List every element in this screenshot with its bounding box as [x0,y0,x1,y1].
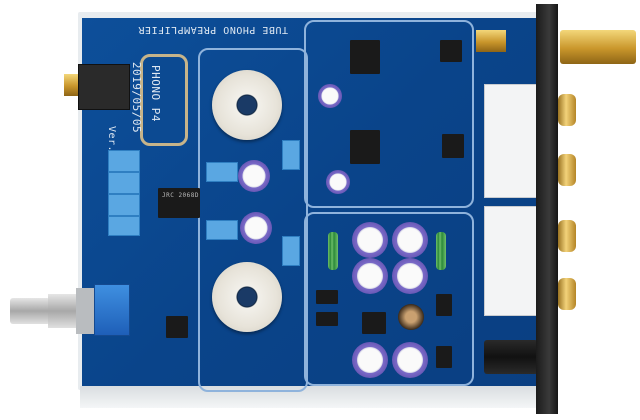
electrolytic-capacitor [240,212,272,244]
pot-bushing [48,294,78,328]
power-capacitor [392,258,428,294]
rca-input-4[interactable] [558,278,576,310]
electrolytic-capacitor [318,84,342,108]
inductor-l3 [436,232,446,270]
model-badge: PHONO P4 2019/05/05 [130,54,188,146]
film-capacitor [108,172,140,194]
film-capacitor [206,220,238,240]
film-capacitor [108,194,140,216]
volume-potentiometer[interactable] [94,284,130,336]
film-capacitor [206,162,238,182]
aux-jack-body [78,64,130,110]
power-ic [362,312,386,334]
tube-socket-v1 [212,262,282,332]
power-capacitor [352,258,388,294]
power-capacitor [352,222,388,258]
smd-diode [316,312,338,326]
film-capacitor [282,140,300,170]
date-label: 2019/05/05 [130,61,144,134]
pot-housing [76,288,94,334]
inductor-l1 [328,232,338,270]
aux-jack-plug [64,74,78,96]
smd-diode [436,294,452,316]
regulator-chip [442,134,464,158]
input-jack-housing-j1 [484,206,538,316]
model-label: PHONO P4 [148,65,162,122]
power-section-outline [304,212,474,386]
rca-input-2[interactable] [558,154,576,186]
opamp-chip [350,130,380,164]
opamp-section-outline [304,20,474,208]
pot-shaft[interactable] [10,298,50,324]
chassis-rim [80,386,540,408]
film-capacitor [282,236,300,266]
input-jack-housing-j3 [484,84,538,198]
chip-marking: JRC 2068D [162,192,200,199]
electrolytic-capacitor [326,170,350,194]
tube-socket-v2 [212,70,282,140]
opamp-chip-jrc2068: JRC 2068D [158,188,200,218]
film-capacitor [108,150,140,172]
gnd-binding-post[interactable] [560,30,636,64]
electrolytic-capacitor [238,160,270,192]
smd-diode [316,290,338,304]
film-capacitor [108,216,140,236]
board-title: TUBE PHONO PREAMPLIFIER [138,24,288,35]
smd-diode [436,346,452,368]
inductor-l2 [398,304,424,330]
smd-ic [166,316,188,338]
power-capacitor [392,342,428,378]
rca-input-1[interactable] [558,94,576,126]
rca-input-3[interactable] [558,220,576,252]
gnd-terminal-lug [476,30,506,52]
regulator-chip [440,40,462,62]
power-capacitor [392,222,428,258]
power-capacitor [352,342,388,378]
opamp-chip [350,40,380,74]
dc-power-jack[interactable] [484,340,538,374]
rear-panel [536,4,558,414]
